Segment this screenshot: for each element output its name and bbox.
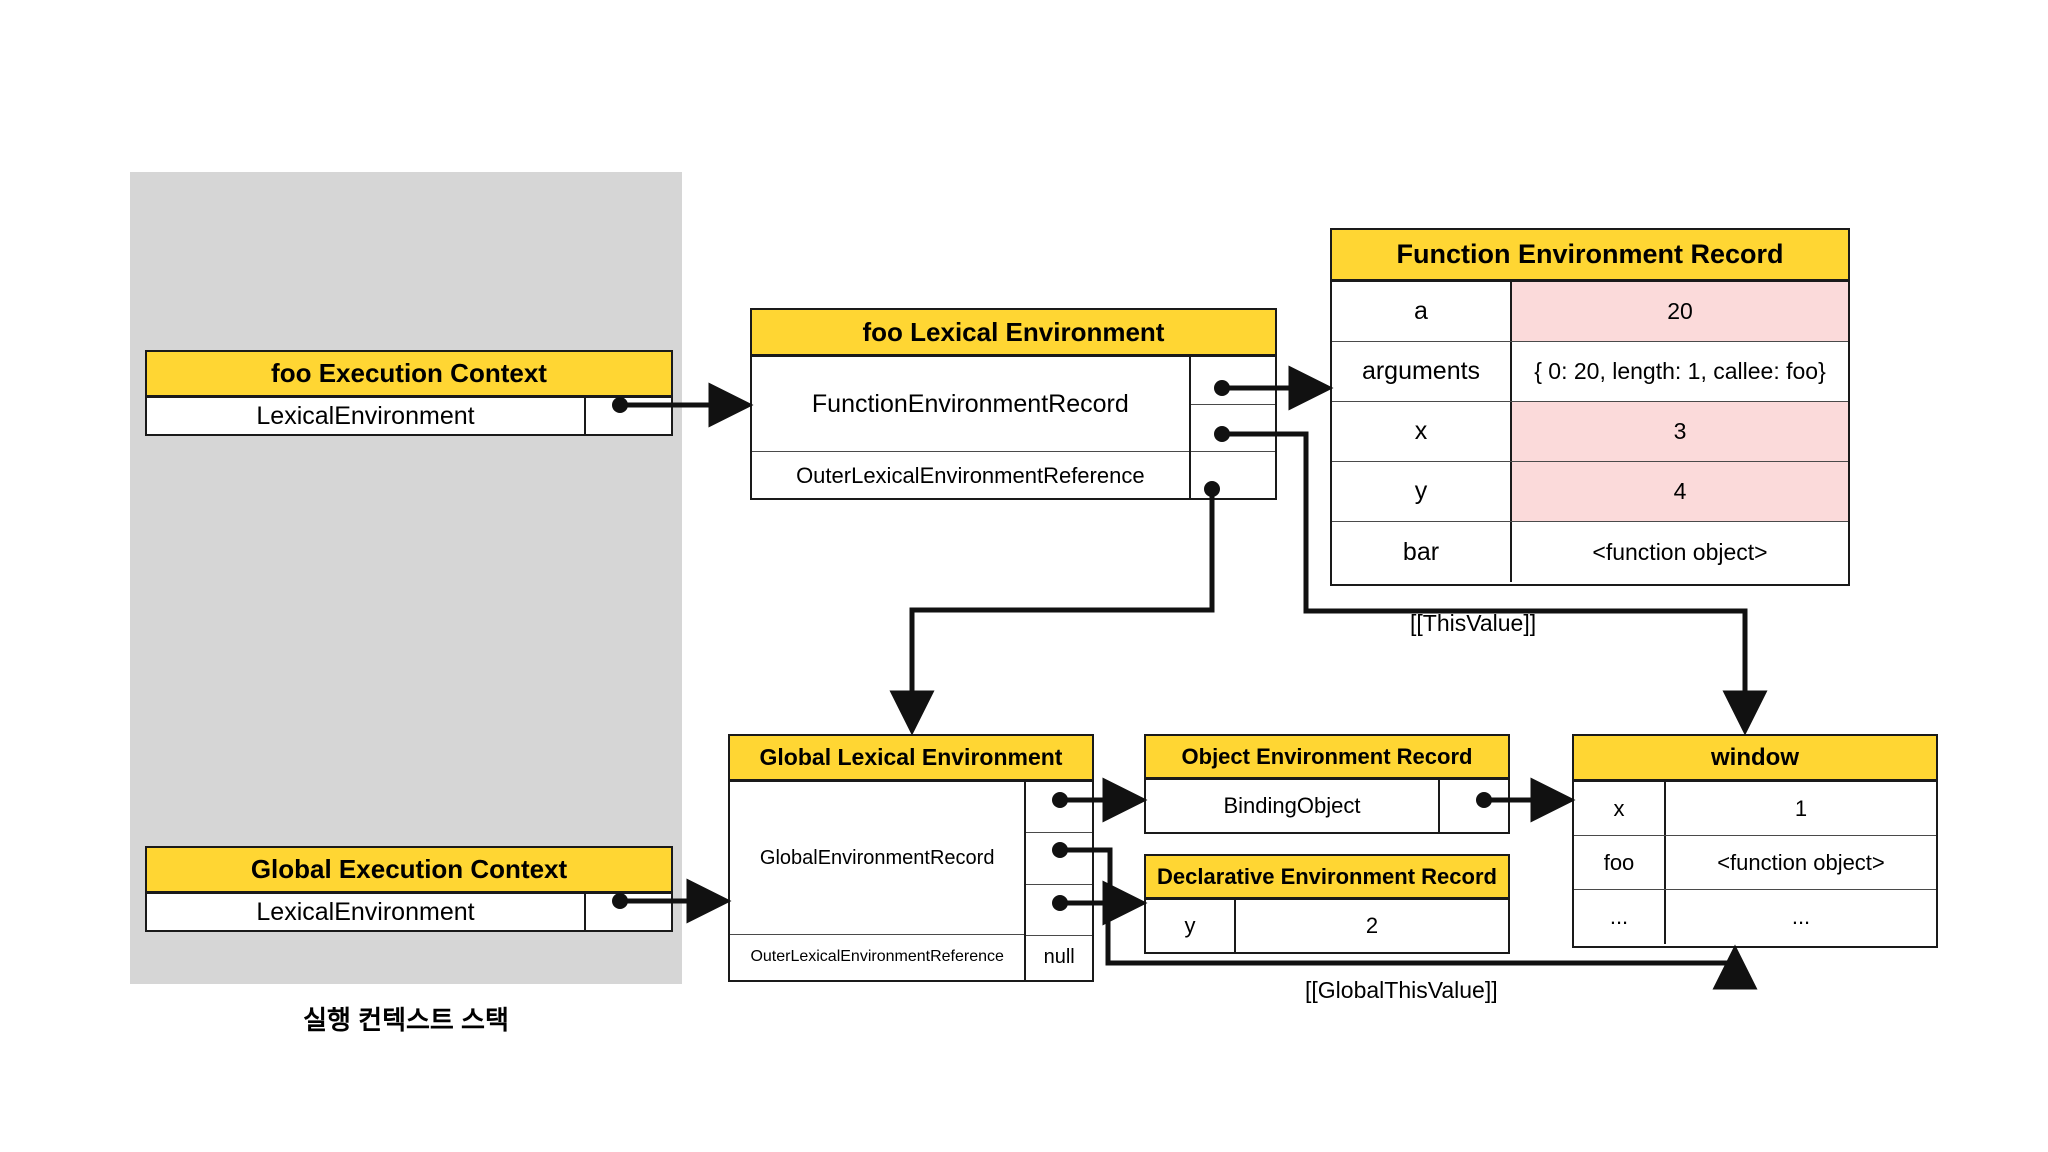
fer-pointer-cell-top [1190,357,1275,405]
foo-lexical-environment-box: foo Lexical Environment FunctionEnvironm… [750,308,1277,500]
fer-key-bar: bar [1332,522,1512,582]
table-row: a 20 [1332,282,1848,342]
outer-lexical-environment-reference-key: OuterLexicalEnvironmentReference [796,462,1145,488]
foo-execution-context-title: foo Execution Context [147,352,671,398]
global-lexical-environment-keys: GlobalEnvironmentRecord OuterLexicalEnvi… [730,782,1027,980]
table-row: arguments { 0: 20, length: 1, callee: fo… [1332,342,1848,402]
global-outer-reference-value: null [1043,946,1075,969]
foo-lexicalenvironment-pointer-cell [586,398,671,435]
window-key-ellipsis: ... [1574,890,1666,944]
fer-value-y: 4 [1512,462,1848,521]
edge-foole-outer-to-gle [889,489,1215,736]
foo-lexicalenvironment-label: LexicalEnvironment [147,398,586,435]
table-row: y 2 [1146,900,1508,952]
function-environment-record-key: FunctionEnvironmentRecord [752,357,1189,453]
foo-lexical-environment-title: foo Lexical Environment [752,310,1275,357]
global-lexicalenvironment-label: LexicalEnvironment [147,894,586,931]
fer-value-a: 20 [1512,282,1848,341]
window-title: window [1574,736,1936,782]
table-row: BindingObject [1146,780,1508,832]
ger-pointer-cell-1 [1026,782,1092,834]
declarative-environment-record-box: Declarative Environment Record y 2 [1144,854,1510,954]
function-environment-record-box: Function Environment Record a 20 argumen… [1330,228,1850,586]
ger-pointer-cell-3 [1026,885,1092,936]
fer-key-a: a [1332,282,1512,341]
global-lexical-environment-box: Global Lexical Environment GlobalEnviron… [728,734,1094,982]
global-outer-reference-key: OuterLexicalEnvironmentReference [750,948,1004,965]
der-value-y: 2 [1365,913,1379,938]
table-row: x 1 [1574,782,1936,836]
outer-reference-pointer-cell [1191,452,1275,499]
global-lexical-environment-pointer-cells: null [1026,782,1092,980]
table-row: y 4 [1332,462,1848,522]
this-value-edge-label: [[ThisValue]] [1410,610,1537,636]
object-environment-record-title: Object Environment Record [1146,736,1508,780]
window-key-foo: foo [1574,836,1666,889]
window-value-x: 1 [1794,795,1808,821]
fer-key-arguments: arguments [1332,342,1512,401]
foo-lexical-environment-pointer-cells [1190,357,1275,499]
global-execution-context-box: Global Execution Context LexicalEnvironm… [145,846,673,932]
fer-value-x: 3 [1512,402,1848,461]
foo-lexical-environment-body: FunctionEnvironmentRecord OuterLexicalEn… [752,357,1275,499]
global-environment-record-key: GlobalEnvironmentRecord [730,782,1025,935]
foo-execution-context-row: LexicalEnvironment [147,398,671,435]
fer-value-bar: <function object> [1592,538,1768,565]
window-value-ellipsis: ... [1791,904,1811,929]
global-lexical-environment-title: Global Lexical Environment [730,736,1092,782]
foo-execution-context-box: foo Execution Context LexicalEnvironment [145,350,673,436]
table-row: bar <function object> [1332,522,1848,582]
fer-key-y: y [1332,462,1512,521]
table-row: x 3 [1332,402,1848,462]
fer-value-arguments: { 0: 20, length: 1, callee: foo} [1534,358,1826,384]
table-row: ... ... [1574,890,1936,944]
global-lexical-environment-body: GlobalEnvironmentRecord OuterLexicalEnvi… [730,782,1092,980]
foo-lexical-environment-keys: FunctionEnvironmentRecord OuterLexicalEn… [752,357,1191,499]
global-this-value-edge-label: [[GlobalThisValue]] [1305,977,1498,1003]
ger-pointer-cell-2 [1026,833,1092,885]
function-environment-record-title: Function Environment Record [1332,230,1848,282]
binding-object-pointer-cell [1440,780,1508,832]
object-environment-record-box: Object Environment Record BindingObject [1144,734,1510,834]
fer-pointer-cell-bottom [1190,405,1275,453]
execution-context-stack-caption: 실행 컨텍스트 스택 [303,1005,509,1035]
table-row: foo <function object> [1574,836,1936,890]
global-lexicalenvironment-pointer-cell [586,894,671,931]
window-object-box: window x 1 foo <function object> ... ... [1572,734,1938,948]
global-execution-context-row: LexicalEnvironment [147,894,671,931]
global-execution-context-title: Global Execution Context [147,848,671,894]
der-key-y: y [1146,900,1236,952]
declarative-environment-record-title: Declarative Environment Record [1146,856,1508,900]
binding-object-key: BindingObject [1146,780,1440,832]
window-value-foo: <function object> [1717,849,1885,875]
window-key-x: x [1574,782,1666,835]
fer-key-x: x [1332,402,1512,461]
